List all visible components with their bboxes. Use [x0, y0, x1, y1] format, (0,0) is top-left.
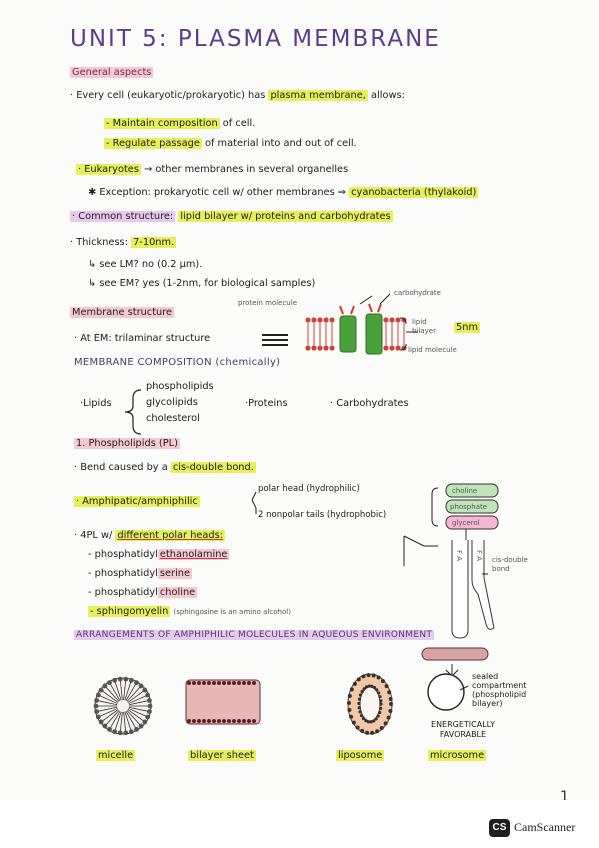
line-thickness: · Thickness: 7-10nm. — [70, 237, 177, 248]
line-every-cell: · Every cell (eukaryotic/prokaryotic) ha… — [70, 90, 405, 101]
head-phosphate-label: phosphate — [450, 503, 488, 511]
microsome-label: microsome — [428, 750, 487, 761]
bilayer-sheet-label: bilayer sheet — [188, 750, 256, 761]
camscanner-watermark: CamScanner — [514, 820, 576, 834]
polar-head-label: polar head (hydrophilic) — [258, 484, 360, 494]
proteins-label: ·Proteins — [245, 398, 288, 409]
carbohydrates-label: · Carbohydrates — [330, 398, 409, 409]
microsome-drawing — [421, 647, 489, 711]
protein-molecule-1 — [339, 315, 357, 353]
lipid-bilayer-label: lipid bilayer — [412, 318, 436, 335]
page-title: UNIT 5: PLASMA MEMBRANE — [70, 26, 441, 52]
sm-item: - sphingomyelin (sphingosine is an amino… — [88, 606, 291, 617]
notebook-page: UNIT 5: PLASMA MEMBRANE General aspects … — [70, 26, 569, 800]
phospholipids-label: phospholipids — [146, 381, 214, 392]
micelle-drawing — [93, 676, 153, 736]
phospholipid-diagram — [403, 483, 499, 639]
cis-double-bond-label: cis-double bond — [492, 556, 528, 573]
liposome-drawing — [347, 673, 393, 735]
line-lm: ↳ see LM? no (0.2 μm). — [88, 259, 203, 270]
thickness-label: 5nm — [454, 322, 480, 333]
general-heading: General aspects — [70, 67, 154, 78]
sealed-compartment-label: sealed compartment (phospholipid bilayer… — [472, 672, 527, 708]
carbohydrate-chains — [339, 303, 382, 315]
fatty-acid-1-label: F A — [455, 550, 463, 562]
energetically-favorable-label: ENERGETICALLY FAVORABLE — [431, 720, 495, 739]
head-glycerol-label: glycerol — [452, 519, 480, 527]
line-exception: ✱ Exception: prokaryotic cell w/ other m… — [88, 187, 479, 198]
protein-molecule-label: protein molecule — [238, 299, 297, 307]
lipid-molecule-label: lipid molecule — [408, 346, 457, 354]
lipids-label: ·Lipids — [80, 398, 112, 409]
liposome-label: liposome — [336, 750, 385, 761]
drawings-layer — [93, 293, 499, 736]
arrangements-heading: ARRANGEMENTS OF AMPHIPHILIC MOLECULES IN… — [74, 630, 435, 640]
line-amphipathic: · Amphipatic/amphiphilic — [74, 496, 200, 507]
line-4pl: · 4PL w/ different polar heads: — [74, 530, 226, 541]
bilayer-sheet-drawing — [185, 679, 261, 725]
glycolipids-label: glycolipids — [146, 397, 198, 408]
trilaminar-symbol — [262, 334, 288, 346]
line-em-trilaminar: · At EM: trilaminar structure — [74, 333, 211, 344]
page-number: 1 — [560, 789, 569, 800]
line-regulate: - Regulate passage of material into and … — [104, 138, 357, 149]
nonpolar-tails-label: 2 nonpolar tails (hydrophobic) — [258, 510, 387, 520]
membrane-diagram — [305, 293, 418, 355]
micelle-label: micelle — [96, 750, 136, 761]
line-bend: · Bend caused by a cis-double bond. — [74, 462, 256, 473]
camscanner-logo-icon: CS — [489, 819, 510, 837]
line-em: ↳ see EM? yes (1-2nm, for biological sam… — [88, 278, 316, 289]
cholesterol-label: cholesterol — [146, 413, 200, 424]
line-maintain: - Maintain composition of cell. — [104, 118, 256, 129]
protein-molecule-2 — [365, 313, 383, 355]
line-common-structure: · Common structure: lipid bilayer w/ pro… — [70, 211, 393, 222]
head-choline-label: choline — [452, 487, 478, 495]
phospholipids-heading: 1. Phospholipids (PL) — [74, 438, 180, 449]
fatty-acid-2-label: F A — [475, 550, 483, 562]
line-eukaryotes: · Eukaryotes → other membranes in severa… — [76, 164, 349, 175]
composition-heading: MEMBRANE COMPOSITION (chemically) — [74, 357, 281, 368]
structure-heading: Membrane structure — [70, 307, 175, 318]
carbohydrate-label: carbohydrate — [394, 289, 441, 297]
